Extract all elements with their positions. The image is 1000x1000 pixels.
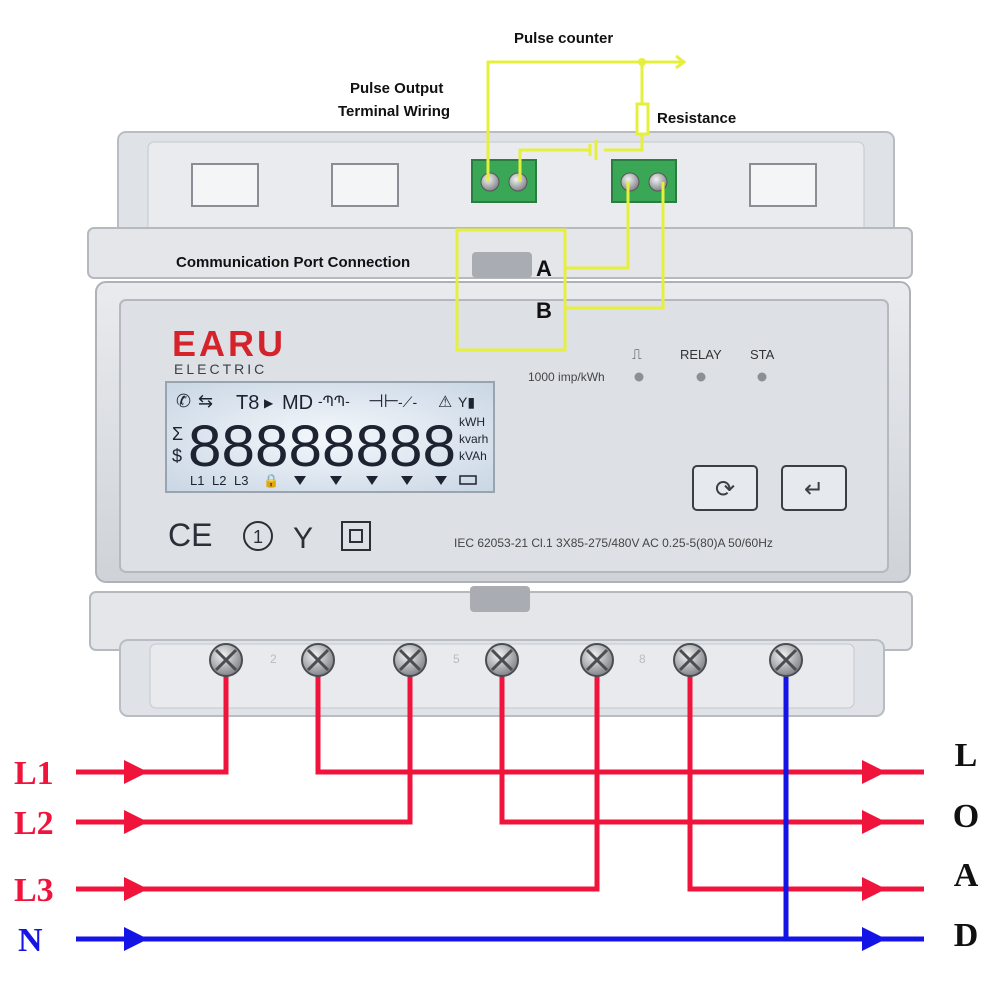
svg-text:1: 1 xyxy=(253,527,263,547)
input-label-l2: L2 xyxy=(14,805,54,842)
terminal-wiring-label: Terminal Wiring xyxy=(338,103,450,120)
refresh-icon: ⟳ xyxy=(715,476,735,503)
flow-arrows xyxy=(124,760,886,951)
battery-icon xyxy=(459,475,477,485)
led-label-relay: RELAY xyxy=(680,347,722,362)
capacitor-icon: ⊣⊢ xyxy=(368,391,399,411)
direction-arrows-icon: ⇆ xyxy=(198,391,213,411)
input-label-n: N xyxy=(18,922,43,959)
play-icon: ▶ xyxy=(264,396,274,410)
pulse-output-label: Pulse Output xyxy=(350,80,443,97)
three-phase-icon: Y xyxy=(293,522,313,555)
lcd-tariff: T8 xyxy=(236,392,259,414)
enter-button[interactable]: ↵ xyxy=(781,465,847,511)
pulse-constant: 1000 imp/kWh xyxy=(528,370,605,384)
lcd-phase-l1: L1 xyxy=(190,473,204,488)
brand-subtitle: ELECTRIC xyxy=(174,361,267,377)
lcd-digits: 88888888 xyxy=(188,414,456,479)
lcd-phase-l3: L3 xyxy=(234,473,248,488)
lcd-dollar: $ xyxy=(172,446,182,466)
warning-icon: ⚠ xyxy=(438,394,452,411)
load-label-a: A xyxy=(954,857,979,894)
signal-wiring xyxy=(455,54,687,352)
scroll-button[interactable]: ⟳ xyxy=(692,465,758,511)
spec-line: IEC 62053-21 Cl.1 3X85-275/480V AC 0.25-… xyxy=(454,536,773,550)
terminal-number: 8 xyxy=(639,652,646,666)
terminal-number: 2 xyxy=(270,652,277,666)
led-label-sta: STA xyxy=(750,347,775,362)
terminal-b-label: B xyxy=(536,298,552,323)
switch-icon: -⟋- xyxy=(398,394,417,410)
pulse-led xyxy=(634,372,644,382)
inductor-icon: -ՊՊ- xyxy=(318,393,350,409)
lcd-md: MD xyxy=(282,392,313,414)
resistance-label: Resistance xyxy=(657,110,736,127)
lock-icon: 🔒 xyxy=(263,473,279,488)
sta-led xyxy=(757,372,767,382)
led-label-pulse: ⎍ xyxy=(632,346,642,362)
pulse-counter-label: Pulse counter xyxy=(514,30,613,47)
enter-icon: ↵ xyxy=(804,476,824,503)
double-insulation-icon xyxy=(341,521,371,551)
load-label-l: L xyxy=(955,737,978,774)
power-wiring xyxy=(76,658,924,942)
input-label-l3: L3 xyxy=(14,872,54,909)
comm-port-label: Communication Port Connection xyxy=(176,254,410,271)
load-label-o: O xyxy=(953,798,979,835)
lcd-unit-kvah: kVAh xyxy=(459,449,487,463)
bottom-terminals xyxy=(209,643,803,677)
lcd-markers xyxy=(294,476,447,485)
class-mark xyxy=(243,521,273,551)
relay-led xyxy=(696,372,706,382)
signal-icon: Y▮ xyxy=(458,394,475,410)
lcd-unit-kwh: kWH xyxy=(459,415,485,429)
terminal-number: 5 xyxy=(453,652,460,666)
phone-icon: ✆ xyxy=(176,391,191,411)
lcd-display: ✆ ⇆ T8 ▶ MD -ՊՊ- ⊣⊢ -⟋- ⚠ Y▮ Σ $ 8888888… xyxy=(165,381,495,493)
ce-mark: CE xyxy=(168,517,212,553)
lcd-unit-kvarh: kvarh xyxy=(459,432,488,446)
input-label-l1: L1 xyxy=(14,755,54,792)
lcd-phase-l2: L2 xyxy=(212,473,226,488)
load-label-d: D xyxy=(954,917,979,954)
terminal-a-label: A xyxy=(536,256,552,281)
brand-logo: EARU xyxy=(172,323,286,364)
lcd-sigma: Σ xyxy=(172,424,183,444)
